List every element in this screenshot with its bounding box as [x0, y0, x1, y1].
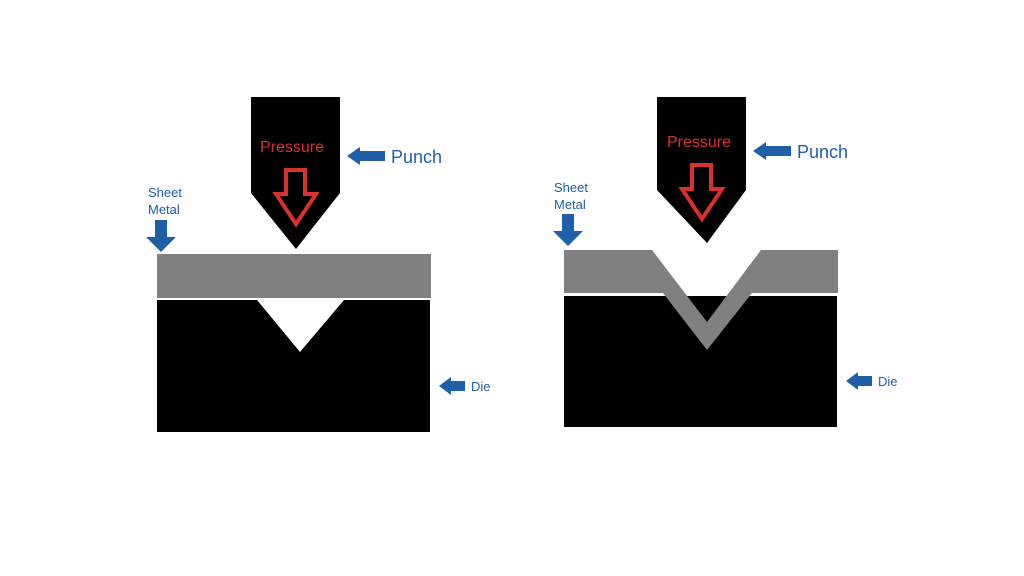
sheet-metal-pointer-arrow-icon: [553, 214, 583, 246]
panel-before-bending: Pressure Punch Sheet Metal Die: [146, 97, 491, 432]
sheet-metal-label-line2: Metal: [148, 202, 180, 217]
die-v-groove: [257, 300, 344, 352]
punch-label: Punch: [797, 142, 848, 162]
sheet-metal-flat: [157, 254, 431, 298]
punch-tool: [657, 97, 746, 243]
die-pointer-arrow-icon: [439, 377, 465, 395]
sheet-metal-label-line1: Sheet: [554, 180, 588, 195]
die-pointer-arrow-icon: [846, 372, 872, 390]
sheet-metal-bent: [564, 250, 838, 350]
die-label: Die: [878, 374, 898, 389]
punch-tool: [251, 97, 340, 249]
punch-pointer-arrow-icon: [753, 142, 791, 160]
pressure-label: Pressure: [667, 134, 731, 151]
punch-label: Punch: [391, 147, 442, 167]
punch-pointer-arrow-icon: [347, 147, 385, 165]
panel-after-bending: Pressure Punch Sheet Metal Die: [553, 97, 898, 427]
pressure-arrow-icon: [272, 168, 320, 228]
pressure-arrow-icon: [678, 163, 726, 223]
pressure-label: Pressure: [260, 139, 324, 156]
sheet-metal-label-line2: Metal: [554, 197, 586, 212]
die-label: Die: [471, 379, 491, 394]
sheet-metal-label-line1: Sheet: [148, 185, 182, 200]
sheet-metal-pointer-arrow-icon: [146, 220, 176, 252]
